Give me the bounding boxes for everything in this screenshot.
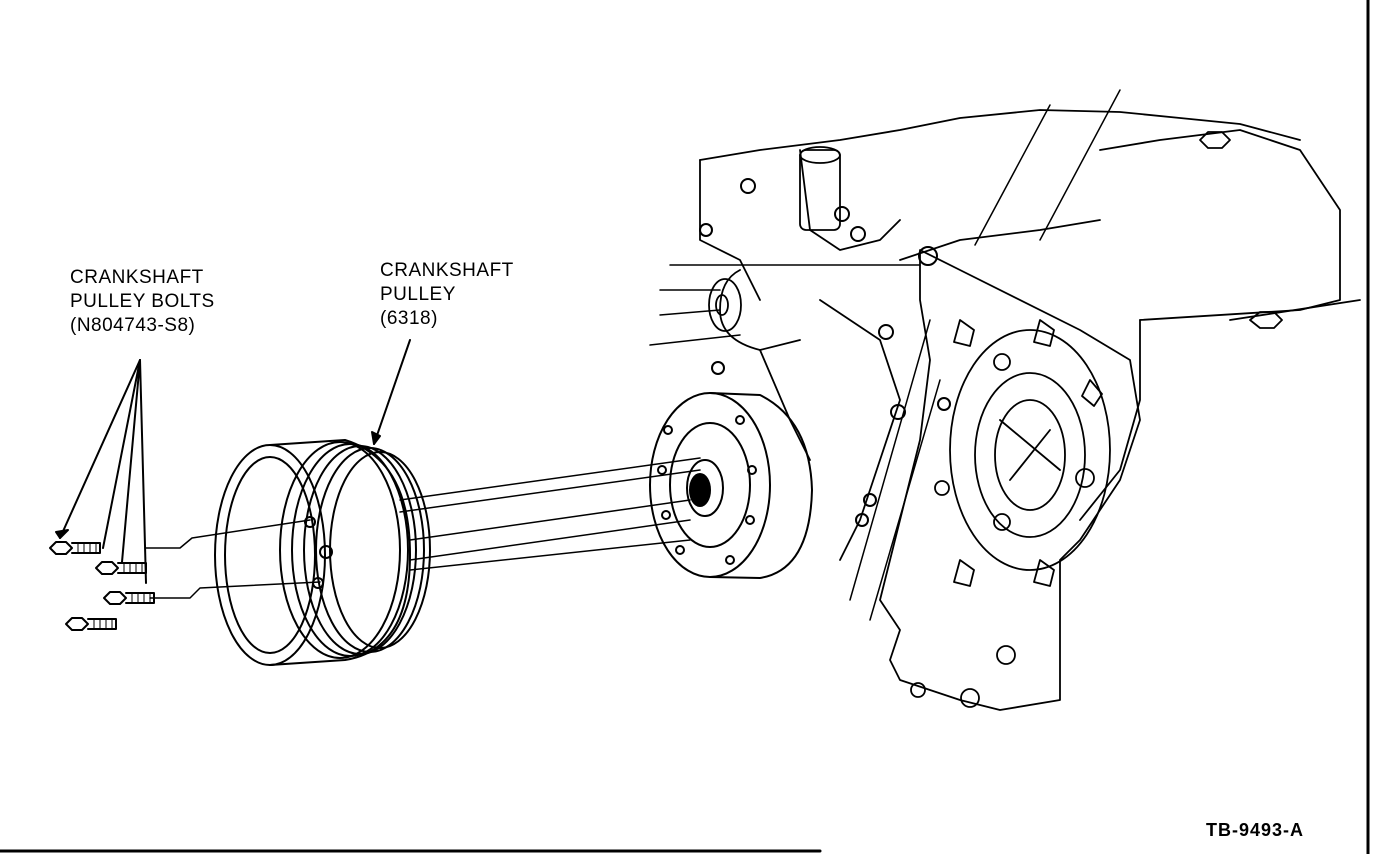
figure-reference-code: TB-9493-A	[1206, 820, 1305, 840]
bolts-label-line-3: (N804743-S8)	[70, 315, 196, 336]
bolt-1	[49, 541, 101, 555]
engine-fasteners	[699, 178, 951, 527]
pulley-label-line-3: (6318)	[380, 308, 438, 329]
accessory-bracket	[879, 249, 1141, 711]
crankshaft-pulley-bolts	[49, 541, 155, 631]
pulley-label-line-1: CRANKSHAFT	[380, 260, 514, 281]
bolt-2	[95, 561, 147, 575]
crankshaft-pulley-bolts-label: CRANKSHAFT PULLEY BOLTS (N804743-S8)	[70, 266, 215, 338]
pulley-damper-alignment	[399, 457, 701, 571]
bolts-label-line-2: PULLEY BOLTS	[70, 291, 215, 312]
engine-front-cover	[699, 109, 1361, 561]
bolt-4	[65, 617, 117, 631]
pulley-label-line-2: PULLEY	[380, 284, 456, 305]
crankshaft-pulley	[214, 439, 431, 666]
bolt-alignment-lines	[145, 519, 321, 599]
engine-alignment-lines	[649, 89, 1121, 621]
crankshaft-pulley-label: CRANKSHAFT PULLEY (6318)	[380, 259, 514, 331]
bolts-label-line-1: CRANKSHAFT	[70, 267, 204, 288]
vibration-damper	[649, 392, 813, 579]
bolt-3	[103, 591, 155, 605]
pulley-leader-line	[373, 339, 411, 445]
bolts-leader-lines	[55, 359, 147, 584]
